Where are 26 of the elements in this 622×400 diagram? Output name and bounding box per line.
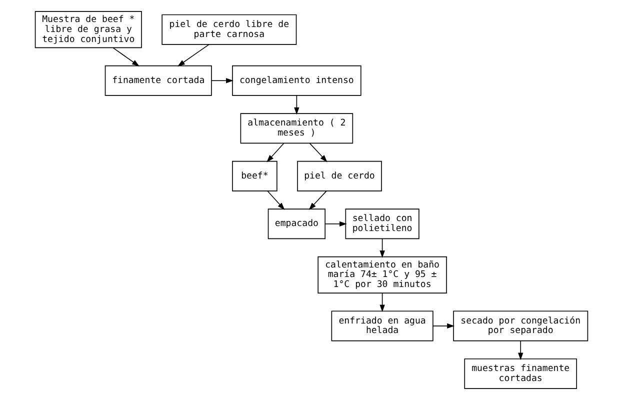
node-box: sellado con polietileno [344,208,419,240]
arrow [210,78,233,84]
node-box: beef* [232,160,277,192]
node-box: piel de cerdo libre de parte carnosa [161,14,296,45]
node-box: enfriado en agua helada [330,310,433,342]
node-box: almacenamiento ( 2 meses ) [240,113,353,144]
node-box: secado por congelación por separado [452,310,588,342]
arrow [112,48,139,66]
node-box: calentamiento en baño maría 74± 1°C y 95 ± 1°C por 30 minutos [317,256,446,294]
arrow [518,340,523,360]
node-box: congelamiento intenso [232,65,361,96]
node-box: Muestra de beef * libre de grasa y tejido conjuntivo [34,11,142,48]
arrow [379,238,384,258]
arrow [308,190,326,210]
arrow [266,142,284,162]
arrow [308,142,327,162]
arrow [266,190,284,210]
arrow [294,95,299,115]
arrow [379,292,384,312]
node-box: empacado [267,208,325,240]
arrow [432,323,454,329]
arrow [177,44,209,66]
node-box: muestras finamente cortadas [464,358,576,389]
arrow [324,221,346,226]
node-box: finamente cortada [104,65,212,96]
node-box: piel de cerdo [296,160,382,192]
